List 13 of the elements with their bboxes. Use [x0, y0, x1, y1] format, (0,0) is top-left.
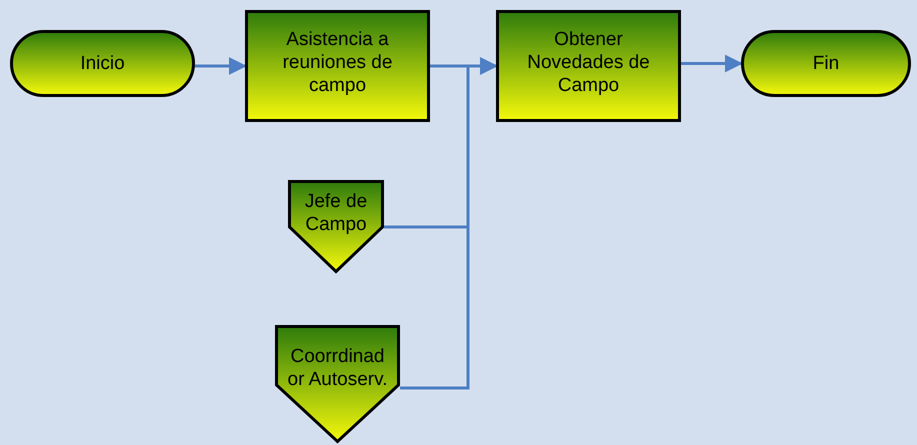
- connector-arrow: [400, 57, 498, 390]
- off-page-connector: [288, 180, 384, 273]
- node-label: Obtener Novedades de Campo: [526, 28, 651, 97]
- node-label: Asistencia a reuniones de campo: [282, 28, 394, 97]
- node-label: Fin: [812, 52, 840, 75]
- process-box: [245, 10, 430, 122]
- connector-arrow: [681, 54, 743, 72]
- off-page-connector: [275, 325, 400, 443]
- node-label: Jefe de Campo: [304, 190, 368, 236]
- connector-arrow: [195, 57, 247, 75]
- process-box: [496, 10, 681, 122]
- node-label: Coorrdinador Autoserv.: [288, 345, 388, 391]
- node-label: Inicio: [79, 52, 126, 75]
